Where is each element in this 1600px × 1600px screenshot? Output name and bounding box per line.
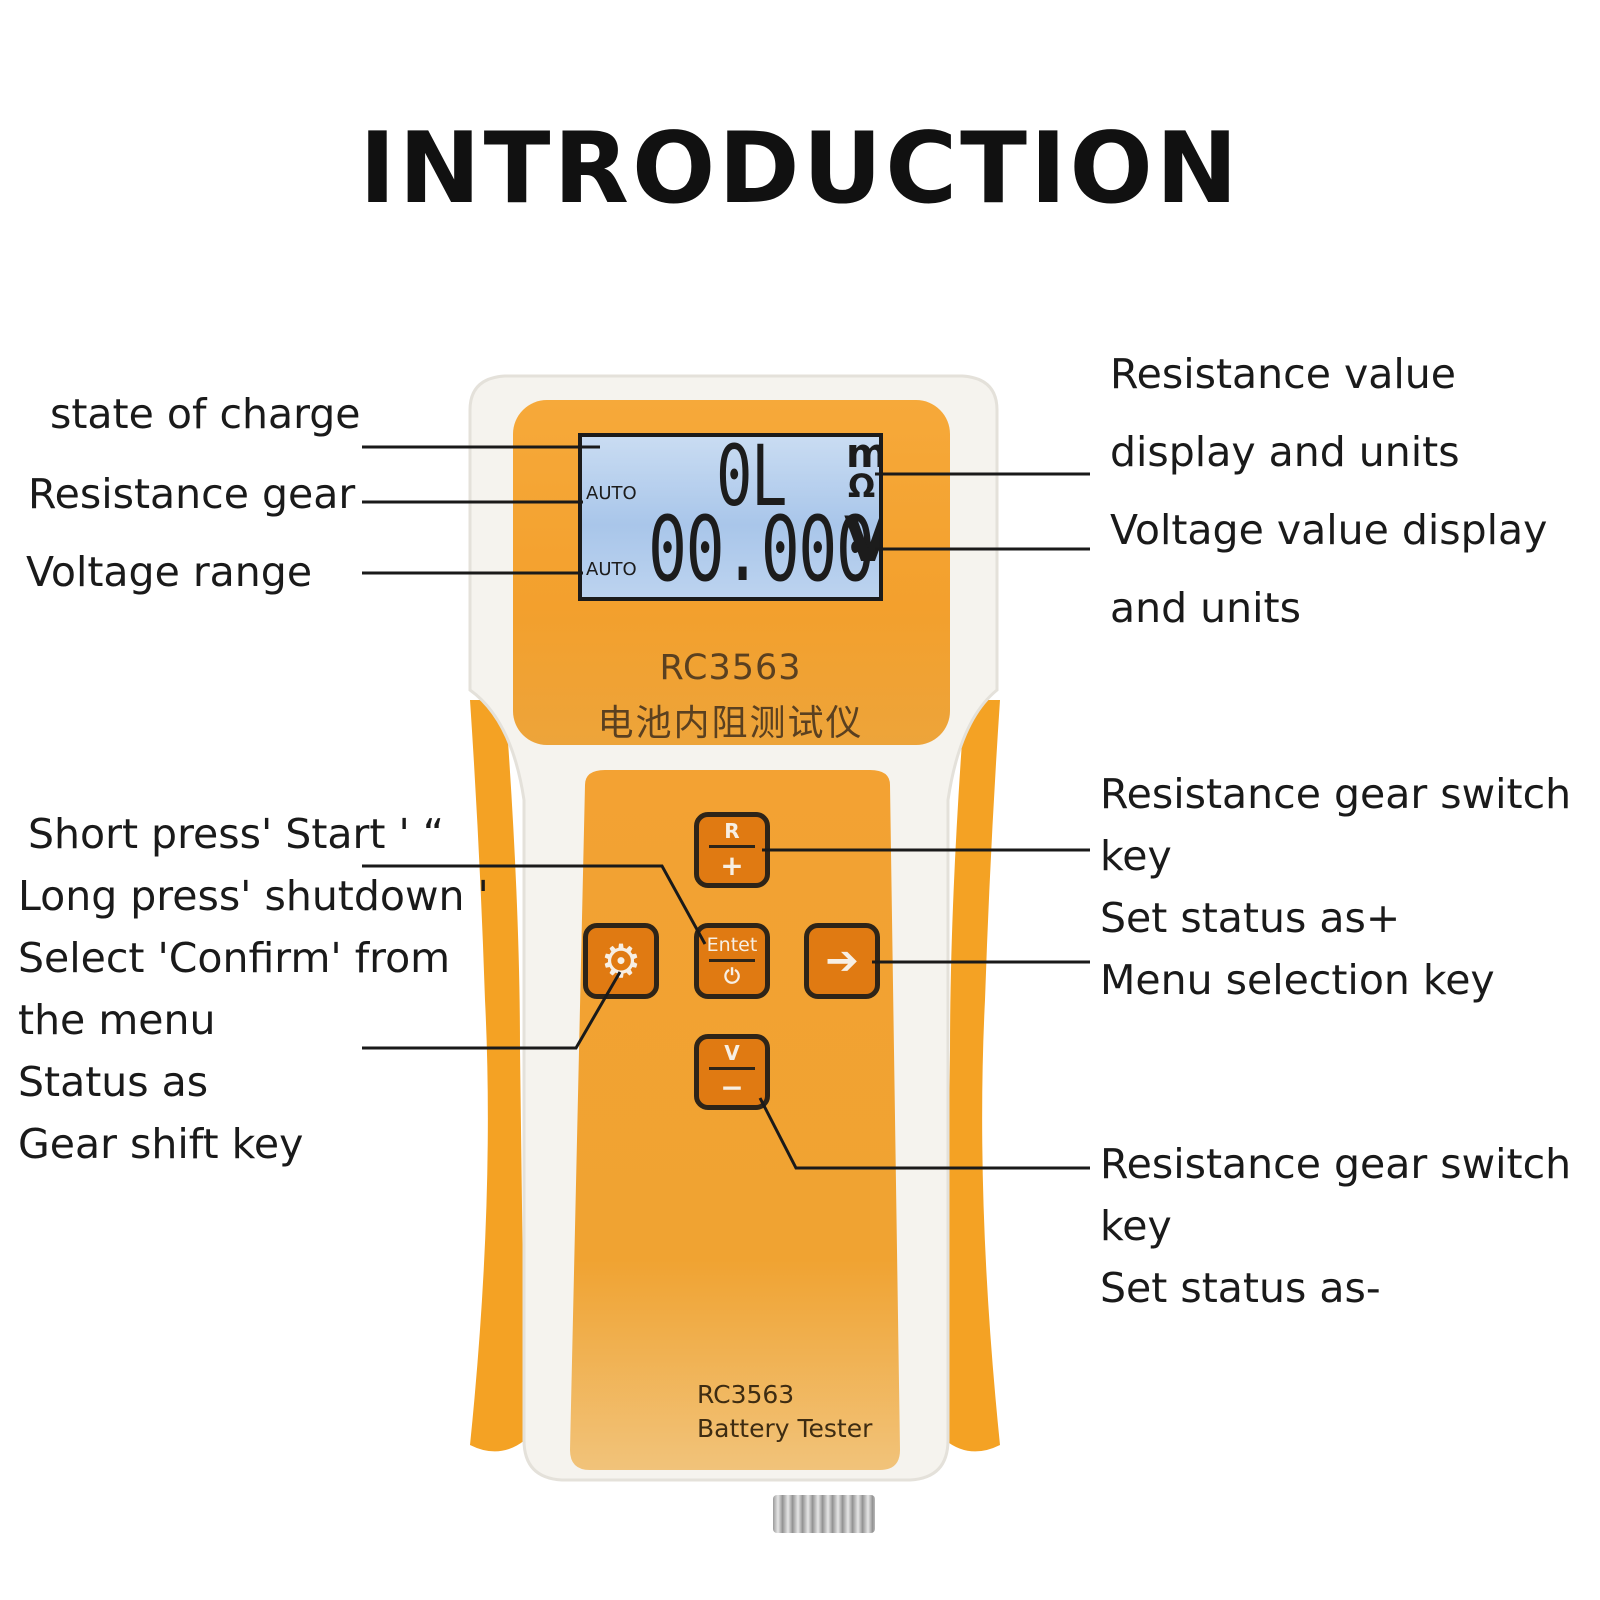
label-r-key-3: Set status as+ [1100,894,1401,942]
lcd-screen: 0L AUTO m Ω 00.000 AUTO V [578,433,883,601]
label-arrow-key: Menu selection key [1100,956,1495,1004]
bottom-model: RC3563 [697,1380,795,1409]
label-r-key-2: key [1100,832,1172,880]
label-enter-line-2: Long press' shutdown ' [18,872,489,920]
r-key-label: R [724,818,740,843]
power-icon: ⏻ [724,964,740,988]
label-enter-line-1: Short press' Start ' “ [28,810,445,858]
label-resistance-value-2: display and units [1110,428,1460,476]
milli-unit: m [846,437,879,477]
label-v-key-1: Resistance gear switch [1100,1140,1572,1188]
probe-connector [773,1495,875,1533]
label-voltage-range: Voltage range [26,548,313,596]
bottom-product-name: Battery Tester [697,1413,873,1443]
enter-key-label: Entet [706,934,758,956]
r-plus-key[interactable]: R + [694,812,770,888]
arrow-right-icon: ➔ [825,938,859,984]
resistance-reading: 0L [716,433,787,525]
bottom-model-label: RC3563 Battery Tester [697,1378,872,1446]
label-settings-line-1: Status as [18,1058,209,1106]
enter-power-key[interactable]: Entet ⏻ [694,923,770,999]
auto-resistance-indicator: AUTO [586,483,637,504]
label-resistance-value-1: Resistance value [1110,350,1456,398]
leader-enter-key [362,864,707,945]
label-enter-line-4: the menu [18,996,216,1044]
gear-icon: ⚙ [600,934,642,988]
label-voltage-value-1: Voltage value display [1110,506,1548,554]
plus-key-label: + [720,848,744,882]
leader-v-key [758,1097,1090,1170]
volt-unit: V [844,503,879,576]
label-resistance-gear: Resistance gear [28,470,356,518]
minus-key-label: − [720,1070,744,1104]
settings-key[interactable]: ⚙ [583,923,659,999]
ohm-unit: Ω [848,467,876,505]
label-settings-line-2: Gear shift key [18,1120,304,1168]
left-grip [470,700,525,1452]
voltage-reading: 00.000 [648,497,875,601]
chinese-product-name: 电池内阻测试仪 [597,703,864,744]
label-v-key-3: Set status as- [1100,1264,1381,1312]
right-grip [945,700,1000,1452]
leader-settings-key [362,971,622,1050]
v-key-label: V [724,1040,740,1065]
label-v-key-2: key [1100,1202,1172,1250]
page-title: INTRODUCTION [359,112,1241,226]
label-r-key-1: Resistance gear switch [1100,770,1572,818]
label-voltage-value-2: and units [1110,584,1301,632]
label-enter-line-3: Select 'Confirm' from [18,934,451,982]
model-name: RC3563 [659,648,802,688]
auto-voltage-indicator: AUTO [586,559,637,580]
label-state-of-charge: state of charge [50,390,361,438]
v-minus-key[interactable]: V − [694,1034,770,1110]
